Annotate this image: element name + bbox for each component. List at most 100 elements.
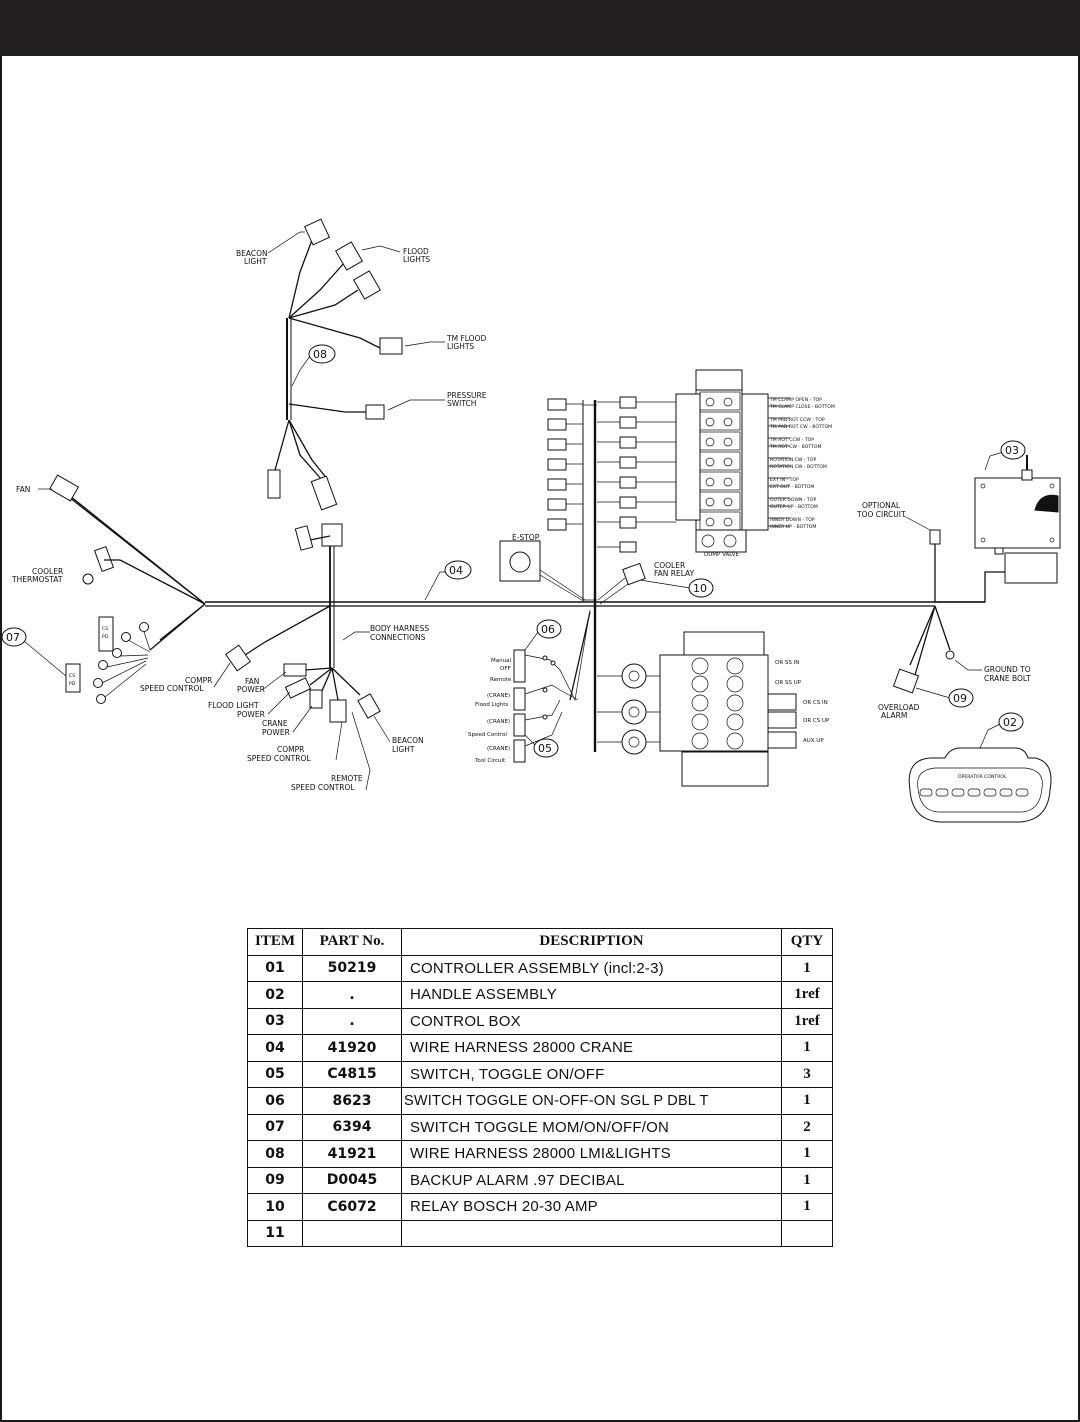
header-band xyxy=(0,0,1080,56)
svg-text:INNER DOWN - TOP: INNER DOWN - TOP xyxy=(770,517,815,523)
svg-text:TM PAD ROT CW - BOTTOM: TM PAD ROT CW - BOTTOM xyxy=(769,424,832,430)
svg-text:AUX UP: AUX UP xyxy=(803,738,824,744)
label-ground-2: CRANE BOLT xyxy=(984,674,1031,683)
cell-qty: 2 xyxy=(781,1113,833,1141)
cell-item: 08 xyxy=(247,1140,303,1168)
table-row: 02 . HANDLE ASSEMBLY 1ref xyxy=(247,981,833,1009)
cell-item: 07 xyxy=(247,1113,303,1141)
balloon-09: 09 xyxy=(953,692,967,705)
svg-text:(CRANE): (CRANE) xyxy=(487,693,510,699)
cell-qty: 1 xyxy=(781,1034,833,1062)
label-beacon-b: BEACON xyxy=(392,736,424,745)
label-body-harness-2: CONNECTIONS xyxy=(370,633,426,642)
balloon-10: 10 xyxy=(693,582,707,595)
svg-text:08: 08 xyxy=(313,348,327,361)
label-operator-control: OPERATOR CONTROL xyxy=(958,774,1007,780)
svg-text:ROTATION CW - TOP: ROTATION CW - TOP xyxy=(770,457,816,463)
cell-desc: CONTROLLER ASSEMBLY (incl:2-3) xyxy=(401,954,782,982)
table-row: 03 . CONTROL BOX 1ref xyxy=(247,1007,833,1035)
svg-text:EXT OUT - BOTTOM: EXT OUT - BOTTOM xyxy=(770,484,814,490)
balloon-08: 08 xyxy=(291,344,336,387)
table-row: 10 C6072 RELAY BOSCH 20-30 AMP 1 xyxy=(247,1193,833,1221)
cell-qty: 1 xyxy=(781,1166,833,1194)
label-cooler-relay-2: FAN RELAY xyxy=(654,569,695,578)
header-item: ITEM xyxy=(247,928,303,956)
svg-text:CS: CS xyxy=(102,626,108,632)
table-row: 07 6394 SWITCH TOGGLE MOM/ON/OFF/ON 2 xyxy=(247,1113,833,1141)
svg-text:OUTER UP - BOTTOM: OUTER UP - BOTTOM xyxy=(770,504,818,510)
label-compr-speed-b: COMPR xyxy=(277,745,304,754)
header-part: PART No. xyxy=(302,928,402,956)
cell-qty: 3 xyxy=(781,1060,833,1088)
label-flood-lights: FLOOD xyxy=(403,247,429,256)
header-description: DESCRIPTION xyxy=(401,928,782,956)
cell-item: 04 xyxy=(247,1034,303,1062)
cell-item: 09 xyxy=(247,1166,303,1194)
svg-text:TM CLAMP OPEN - TOP: TM CLAMP OPEN - TOP xyxy=(769,397,822,403)
label-beacon-light: BEACON xyxy=(236,249,268,258)
svg-text:OFF: OFF xyxy=(500,666,511,672)
svg-text:Remote: Remote xyxy=(490,677,512,683)
table-row: 11 xyxy=(247,1219,833,1247)
switch-panel: Manual OFF Remote (CRANE) Flood Lights (… xyxy=(468,609,591,764)
cell-desc xyxy=(401,1219,782,1247)
estop: E-STOP xyxy=(499,533,586,603)
cell-item: 06 xyxy=(247,1087,303,1115)
cell-qty: 1ref xyxy=(781,981,833,1009)
alarm-ground: GROUND TO CRANE BOLT OVERLOAD ALARM 09 xyxy=(878,605,1031,720)
cell-desc: HANDLE ASSEMBLY xyxy=(401,981,782,1009)
label-fan-power: FAN xyxy=(245,677,259,686)
valve-bank-bottom: OR SS IN OR SS UP OR CS IN OR CS UP AUX … xyxy=(597,631,830,787)
fan-thermostat-group: FAN COOLER THERMOSTAT xyxy=(11,474,120,585)
balloon-04: 04 xyxy=(424,560,472,601)
table-row: 08 41921 WIRE HARNESS 28000 LMI&LIGHTS 1 xyxy=(247,1140,833,1168)
cell-item: 03 xyxy=(247,1007,303,1035)
svg-text:(CRANE): (CRANE) xyxy=(487,746,510,752)
parts-table-header: ITEM PART No. DESCRIPTION QTY xyxy=(247,928,833,956)
svg-text:Flood Lights: Flood Lights xyxy=(475,702,508,708)
cell-qty: 1 xyxy=(781,1140,833,1168)
label-beacon-b-2: LIGHT xyxy=(392,745,415,754)
label-overload-2: ALARM xyxy=(881,711,907,720)
svg-text:TM CLAMP CLOSE - BOTTOM: TM CLAMP CLOSE - BOTTOM xyxy=(769,404,835,410)
label-overload: OVERLOAD xyxy=(878,703,920,712)
svg-text:INNER UP - BOTTOM: INNER UP - BOTTOM xyxy=(770,524,816,530)
valve-sections xyxy=(699,391,741,531)
svg-text:OR CS IN: OR CS IN xyxy=(803,700,828,706)
valve-top-labels: TM CLAMP OPEN - TOP TM CLAMP CLOSE - BOT… xyxy=(768,397,835,530)
cell-item: 11 xyxy=(247,1219,303,1247)
lights-harness xyxy=(267,218,403,511)
cell-part: 41920 xyxy=(302,1034,402,1062)
balloon-05: 05 xyxy=(538,742,552,755)
svg-text:OR SS IN: OR SS IN xyxy=(775,660,799,666)
cell-desc: SWITCH TOGGLE ON-OFF-ON SGL P DBL T xyxy=(401,1087,782,1115)
cell-desc: SWITCH TOGGLE MOM/ON/OFF/ON xyxy=(401,1113,782,1141)
svg-text:TM PAD ROT CCW - TOP: TM PAD ROT CCW - TOP xyxy=(769,417,825,423)
label-fan: FAN xyxy=(16,485,30,494)
cooler-relay: COOLER FAN RELAY 10 xyxy=(597,561,714,605)
table-row: 04 41920 WIRE HARNESS 28000 CRANE 1 xyxy=(247,1034,833,1062)
cell-part: 41921 xyxy=(302,1140,402,1168)
label-flood-power-2: POWER xyxy=(237,710,265,719)
handle-assembly: OPERATOR CONTROL 02 xyxy=(908,712,1052,823)
label-ground: GROUND TO xyxy=(984,665,1031,674)
cell-item: 05 xyxy=(247,1060,303,1088)
label-optional-2: TOO CIRCUIT xyxy=(856,510,906,519)
cell-part: . xyxy=(302,981,402,1009)
svg-text:CS: CS xyxy=(69,673,75,679)
svg-text:EXT IN - TOP: EXT IN - TOP xyxy=(770,477,799,483)
svg-text:ROTATION CW - BOTTOM: ROTATION CW - BOTTOM xyxy=(770,464,827,470)
label-tm-flood-2: LIGHTS xyxy=(447,342,474,351)
balloon-02: 02 xyxy=(1003,716,1017,729)
svg-text:(CRANE): (CRANE) xyxy=(487,719,510,725)
label-optional: OPTIONAL xyxy=(862,501,901,510)
cell-part: 6394 xyxy=(302,1113,402,1141)
control-box: 03 OPTIONAL TOO CIRCUIT xyxy=(856,440,1061,584)
label-cooler-thermostat: COOLER xyxy=(32,567,63,576)
svg-text:04: 04 xyxy=(449,564,463,577)
label-beacon-light-2: LIGHT xyxy=(244,257,267,266)
label-remote-speed: REMOTE xyxy=(331,774,363,783)
label-crane-power-2: POWER xyxy=(262,728,290,737)
balloon-07: 07 xyxy=(6,631,20,644)
label-estop: E-STOP xyxy=(512,533,540,542)
